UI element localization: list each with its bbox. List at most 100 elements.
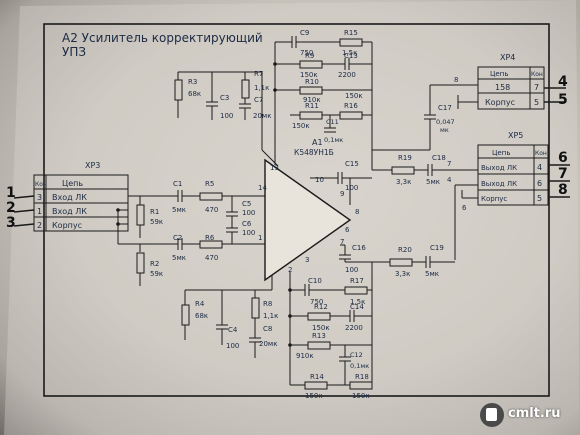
- xp5-hdr-chain: Цепь: [492, 149, 510, 157]
- r19-label: R19: [398, 154, 412, 162]
- r14-label: R14: [310, 373, 324, 381]
- r10-value: 910к: [303, 96, 321, 104]
- pin-1: 1: [258, 234, 262, 242]
- xp4-pin-b: 5: [534, 98, 539, 107]
- r18-value: 150к: [352, 392, 370, 400]
- r12-value: 150к: [312, 324, 330, 332]
- r18-label: R18: [355, 373, 369, 381]
- xp3-ext-2: 2: [6, 200, 16, 216]
- pin-13: 13: [270, 164, 279, 172]
- pin-14: 14: [258, 184, 267, 192]
- r17-value: 1,5к: [350, 298, 365, 306]
- r9-label: R9: [305, 52, 314, 60]
- xp4-label-b: Корпус: [485, 98, 515, 107]
- c19-label: С19: [430, 244, 444, 252]
- r16-value: 150к: [345, 92, 363, 100]
- xp4-hdr-chain: Цепь: [490, 70, 508, 78]
- xp5-pin-c: 5: [537, 194, 542, 203]
- xp4-name: ХР4: [500, 53, 515, 62]
- c16-label: С16: [352, 244, 366, 252]
- r11-label: R11: [305, 102, 319, 110]
- xp5-label-a: Выход ЛК: [481, 164, 517, 172]
- c5-label: С5: [242, 200, 251, 208]
- xp3-label-c: Корпус: [52, 221, 82, 230]
- r9-value: 150к: [300, 71, 318, 79]
- xp3-ext-1: 1: [6, 185, 16, 201]
- c13-label: С13: [344, 52, 358, 60]
- xp4-pin-num: 8: [454, 76, 458, 84]
- c2-label: С2: [173, 234, 182, 242]
- r20-value: 3,3к: [395, 270, 410, 278]
- chip-part: К548УН1Б: [294, 148, 334, 157]
- r11-value: 150к: [292, 122, 310, 130]
- c3-value: 100: [220, 112, 233, 120]
- r15-label: R15: [344, 29, 358, 37]
- pin-2: 2: [288, 266, 292, 274]
- xp5-side-7: 7: [447, 160, 451, 168]
- r20-label: R20: [398, 246, 412, 254]
- c12-value: 0,1мк: [350, 362, 369, 370]
- pin-6: 6: [345, 226, 350, 234]
- c4-label: С4: [228, 326, 238, 334]
- c15-label: С15: [345, 160, 359, 168]
- c7-label: С7: [254, 96, 263, 104]
- c14-value: 2200: [345, 324, 363, 332]
- r3-value: 68к: [188, 90, 201, 98]
- r2-value: 59к: [150, 270, 163, 278]
- xp5-pin-a: 4: [537, 163, 542, 172]
- r8-label: R8: [263, 300, 272, 308]
- xp5-name: ХР5: [508, 131, 523, 140]
- c17-label: С17: [438, 104, 452, 112]
- c9-value: 750: [300, 49, 313, 57]
- chip-ref: A1: [312, 138, 323, 147]
- c9-label: С9: [300, 29, 309, 37]
- r17-label: R17: [350, 277, 364, 285]
- watermark: cmlt.ru: [480, 401, 572, 429]
- xp3-pin-b: 1: [37, 207, 42, 216]
- xp5-label-b: Выход ЛК: [481, 180, 517, 188]
- c17-value: 0,047: [436, 118, 455, 126]
- c1-label: С1: [173, 180, 182, 188]
- c8-label: С8: [263, 325, 272, 333]
- r5-label: R5: [205, 180, 214, 188]
- connector-xp5: ХР5 Цепь Кон Выход ЛК 4 Выход ЛК 6 Корпу…: [447, 131, 570, 212]
- module-frame: [43, 23, 550, 397]
- c12-label: С12: [350, 351, 363, 359]
- xp5-side-6: 6: [462, 204, 467, 212]
- r4-label: R4: [195, 300, 205, 308]
- r4-value: 68к: [195, 312, 208, 320]
- c4-value: 100: [226, 342, 239, 350]
- xp5-side-4: 4: [447, 176, 452, 184]
- r5-value: 470: [205, 206, 218, 214]
- c17-unit: мк: [440, 126, 449, 134]
- module-title: A2 Усилитель корректирующий: [62, 31, 263, 45]
- c10-value: 750: [310, 298, 323, 306]
- c16-value: 100: [345, 266, 358, 274]
- c1-value: 5мк: [172, 206, 186, 214]
- xp3-pin-a: 3: [37, 193, 42, 202]
- xp5-ext-8: 8: [558, 182, 568, 198]
- xp5-ext-6: 6: [558, 150, 568, 166]
- r6-value: 470: [205, 254, 218, 262]
- connector-xp3: ХР3 Кон Цепь 3 Вход ЛК 1 Вход ЛК 2 Корпу…: [6, 161, 160, 232]
- r16-label: R16: [344, 102, 358, 110]
- xp3-pin-c: 2: [37, 221, 42, 230]
- c11-label: С11: [326, 118, 339, 126]
- watermark-logo-icon: [480, 403, 504, 427]
- xp5-hdr-kon: Кон: [535, 150, 547, 157]
- c19-value: 5мк: [425, 270, 439, 278]
- xp4-ext-5: 5: [558, 92, 568, 108]
- module-subtitle: УПЗ: [62, 45, 86, 59]
- xp3-label-a: Вход ЛК: [52, 193, 87, 202]
- r15-value: 1,5к: [342, 49, 357, 57]
- r6-label: R6: [205, 234, 215, 242]
- r1-label: R1: [150, 208, 159, 216]
- r8-value: 1,1к: [263, 312, 278, 320]
- r19-value: 3,3к: [396, 178, 411, 186]
- xp3-name: ХР3: [85, 161, 100, 170]
- pin-7: 7: [340, 238, 344, 246]
- xp3-hdr-chain: Цепь: [62, 179, 83, 188]
- c18-value: 5мк: [426, 178, 440, 186]
- c3-label: С3: [220, 94, 229, 102]
